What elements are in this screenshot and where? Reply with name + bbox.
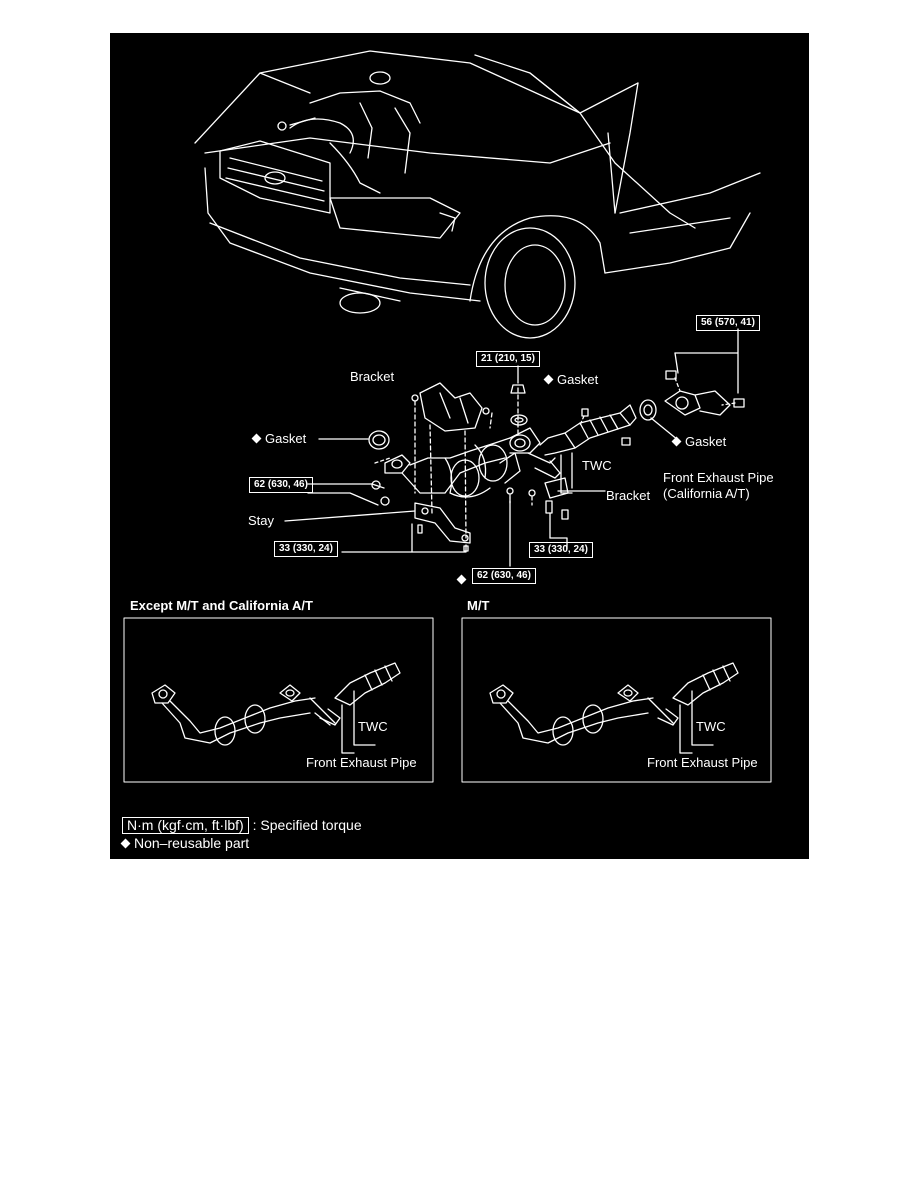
twc-main-label: TWC (582, 458, 612, 473)
torque-56-label: 56 (570, 41) (696, 315, 760, 331)
legend-torque-unit: N·m (kgf·cm, ft·lbf) (122, 817, 249, 834)
torque-21-label: 21 (210, 15) (476, 351, 540, 367)
bracket-lower-label: Bracket (606, 488, 651, 503)
diagram-panel: 56 (570, 41) 21 (210, 15) Bracket Gasket… (110, 33, 809, 859)
torque-62-left-label: 62 (630, 46) (249, 477, 313, 493)
torque-33-left-label: 33 (330, 24) (274, 541, 338, 557)
inset-mt-title: M/T (467, 598, 490, 613)
nonreusable-diamond-icon (671, 436, 682, 447)
legend-nonreusable: Non–reusable part (120, 835, 250, 851)
legend-torque-desc: : Specified torque (252, 817, 362, 833)
inset-mt-drawing (489, 662, 739, 754)
nonreusable-diamond-icon (456, 574, 467, 585)
torque-62-bottom-group (456, 571, 470, 589)
twc-except-label: TWC (358, 719, 388, 734)
nonreusable-diamond-icon (543, 374, 554, 385)
inset-except-title: Except M/T and California A/T (130, 598, 313, 613)
twc-mt-label: TWC (696, 719, 726, 734)
front-pipe-main-label: Front Exhaust Pipe (663, 470, 774, 485)
diagram-art (123, 50, 772, 783)
nonreusable-diamond-icon (120, 838, 131, 849)
gasket-left-label: Gasket (251, 431, 306, 446)
legend-nonreusable-text: Non–reusable part (134, 835, 250, 851)
gasket-upper-label: Gasket (543, 372, 598, 387)
stay-label: Stay (248, 513, 275, 528)
bracket-top-label: Bracket (350, 369, 395, 384)
front-pipe-except-label: Front Exhaust Pipe (306, 755, 417, 770)
gasket-right-label: Gasket (671, 434, 726, 449)
front-pipe-main-sub-label: (California A/T) (663, 486, 750, 501)
inset-except-drawing (151, 662, 401, 754)
torque-62-bottom-label: 62 (630, 46) (472, 568, 536, 584)
car-illustration (194, 50, 761, 339)
exhaust-main (284, 328, 745, 567)
nonreusable-diamond-icon (251, 433, 262, 444)
inset-box-except (123, 617, 434, 783)
torque-33-right-label: 33 (330, 24) (529, 542, 593, 558)
legend-torque: N·m (kgf·cm, ft·lbf): Specified torque (122, 817, 362, 834)
inset-box-mt (461, 617, 772, 783)
front-pipe-mt-label: Front Exhaust Pipe (647, 755, 758, 770)
